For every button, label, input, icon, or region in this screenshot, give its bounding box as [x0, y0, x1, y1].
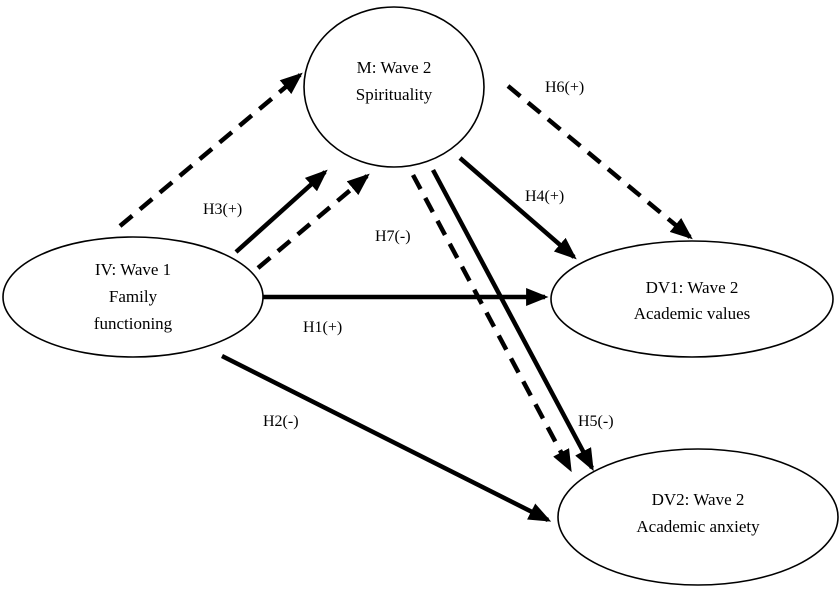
node-iv: IV: Wave 1 Family functioning [2, 236, 264, 358]
node-iv-line2: Family [109, 287, 158, 306]
node-mediator-line2: Spirituality [356, 85, 433, 104]
node-dv1-line1: DV1: Wave 2 [646, 278, 739, 297]
label-h6: H6(+) [545, 79, 584, 96]
edge-h2-iv-to-dv2 [220, 353, 552, 523]
edge-h7-mediator-to-dv2 [411, 173, 572, 473]
node-dv2: DV2: Wave 2 Academic anxiety [557, 448, 839, 586]
label-h2: H2(-) [263, 413, 299, 430]
edge-h3-iv-to-mediator [234, 169, 328, 254]
label-h1: H1(+) [303, 319, 342, 336]
node-iv-line3: functioning [94, 314, 173, 333]
label-h4: H4(+) [525, 188, 564, 205]
edge-iv-to-mediator-outer [118, 72, 303, 228]
node-dv2-line1: DV2: Wave 2 [652, 490, 745, 509]
node-mediator-line1: M: Wave 2 [357, 58, 432, 77]
node-iv-line1: IV: Wave 1 [95, 260, 171, 279]
label-h3: H3(+) [203, 201, 242, 218]
node-dv1: DV1: Wave 2 Academic values [550, 240, 834, 358]
label-h7: H7(-) [375, 228, 411, 245]
edge-h5-mediator-to-dv2 [431, 168, 594, 472]
label-h5: H5(-) [578, 413, 614, 430]
node-mediator: M: Wave 2 Spirituality [303, 6, 485, 168]
node-dv2-line2: Academic anxiety [636, 517, 760, 536]
node-dv1-line2: Academic values [634, 304, 751, 323]
edge-h6-mediator-to-dv1 [506, 84, 693, 240]
edge-iv-to-mediator-inner [256, 173, 370, 270]
edge-h4-mediator-to-dv1 [458, 156, 577, 260]
